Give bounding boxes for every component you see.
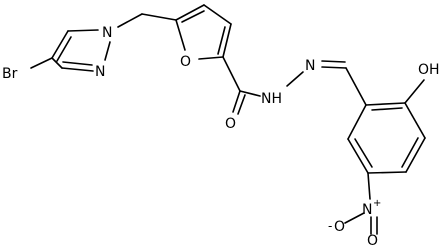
bond-c3-c2-double <box>217 26 226 55</box>
bond-n-o-top <box>344 212 365 224</box>
bond-c2-o <box>198 56 224 60</box>
bond-ch-ring <box>345 67 367 106</box>
bond-b3-b4-inner <box>401 137 419 168</box>
bond-c3-c4 <box>51 57 63 69</box>
bond-carbonyl-o <box>232 90 241 113</box>
atom-carbonyl-oxygen: O <box>225 116 236 132</box>
bond-nh-n <box>286 71 304 87</box>
methylene-linker <box>117 13 177 28</box>
bond-b1-b2-inner <box>371 107 403 111</box>
atom-nitro-oxygen-bottom: O <box>367 233 378 246</box>
bond-ring-nitro <box>367 172 371 200</box>
atom-nitro-n: N <box>362 202 372 218</box>
bond-c3-c2 <box>222 23 232 58</box>
bond-c2-carbonyl <box>222 56 241 92</box>
bond-n1-ch2 <box>117 13 143 28</box>
bond-ch2-furan <box>141 13 177 21</box>
bond-br-c4 <box>30 57 53 69</box>
nitro-group <box>344 212 378 235</box>
bond-n-ch <box>321 66 347 69</box>
bond-b3-b4 <box>405 137 426 173</box>
bond-carbonyl-o-double <box>237 94 246 115</box>
bromopyrazole-ring <box>30 29 111 72</box>
bond-c4-c5-double <box>56 36 72 62</box>
bond-c4-c3 <box>203 4 232 25</box>
bond-ring-oh <box>404 79 425 104</box>
bond-n1-n2 <box>104 41 111 61</box>
bond-b1-b2 <box>365 102 406 106</box>
bond-c5-c4 <box>175 4 205 21</box>
bond-b5-b6 <box>347 138 369 174</box>
bond-b6-b1 <box>347 104 367 140</box>
atom-nitro-oxygen-top: O <box>334 219 345 235</box>
bond-b5-b6-inner <box>354 138 373 168</box>
atom-pyrazole-n1: N <box>102 25 112 41</box>
bond-n2-c3 <box>61 67 94 72</box>
charge-nitro-oxygen-top: - <box>328 219 332 233</box>
bond-c5-c4-double <box>181 10 205 23</box>
bond-n2-c3-double <box>62 61 93 66</box>
atom-labels: Br N N O O NH N OH N + O - O <box>2 25 440 246</box>
bond-c5-n1 <box>67 29 99 32</box>
carbohydrazide-group <box>222 56 367 115</box>
atom-pyrazole-n2: N <box>95 64 105 80</box>
charge-nitro-n: + <box>373 198 381 209</box>
atom-hydroxyl: OH <box>418 62 440 78</box>
bond-b2-b3 <box>404 102 426 139</box>
bond-n-ch-double <box>321 60 346 63</box>
benzene-ring <box>347 79 426 200</box>
furan-ring <box>175 4 232 60</box>
bond-o-c5 <box>175 19 186 51</box>
atom-bromine: Br <box>2 66 18 82</box>
bond-carbonyl-nh <box>239 90 261 97</box>
atom-hydrazide-nh: NH <box>261 91 282 107</box>
bond-b4-b5 <box>367 171 407 174</box>
bond-c4-c5 <box>51 30 69 59</box>
atom-furan-oxygen: O <box>180 54 191 70</box>
atom-hydrazone-n: N <box>305 58 315 74</box>
